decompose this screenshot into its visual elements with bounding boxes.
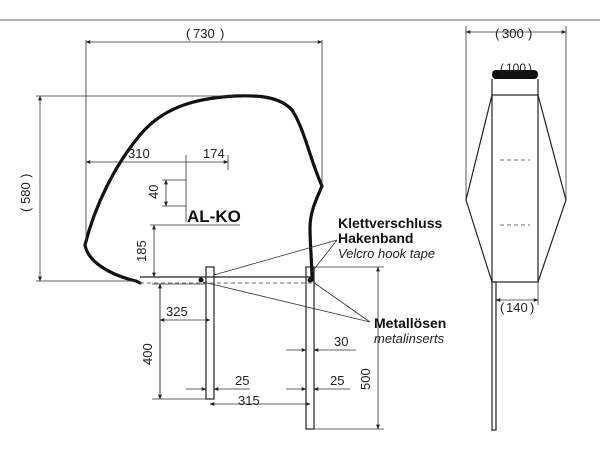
left-leg: [205, 266, 215, 400]
callout-velcro-de-2: Hakenband: [338, 230, 413, 246]
dim-label-500: 500: [358, 368, 373, 390]
leader-metal-2: [312, 281, 371, 323]
svg-text:(: (: [18, 207, 33, 212]
dim-label-100-open: (: [500, 61, 504, 75]
dim-label-325: 325: [166, 304, 188, 319]
callout-velcro-en: Velcro hook tape: [338, 246, 435, 261]
dim-label-580: 580: [18, 182, 33, 204]
dim-label-400: 400: [140, 343, 155, 365]
dim-label-310: 310: [128, 146, 150, 161]
right-leg: [305, 266, 315, 430]
dim-label-30: 30: [334, 334, 348, 349]
dim-label-140-close: ): [530, 300, 534, 315]
side-top-cap: [492, 70, 538, 79]
callout-metal-en: metalinserts: [374, 331, 445, 346]
side-body: [491, 94, 539, 283]
side-leg: [491, 281, 497, 431]
dim-label-315: 315: [238, 393, 260, 408]
dim-label-25-left: 25: [235, 373, 249, 388]
dim-label-730: 730: [193, 26, 215, 41]
dim-label-140-open: (: [500, 300, 505, 315]
leader-velcro-1: [311, 239, 338, 273]
dim-label-25-right: 25: [330, 373, 344, 388]
dim-label-40: 40: [146, 185, 161, 199]
dim-label-300-open: (: [495, 26, 500, 41]
metal-insert-left: [198, 277, 204, 283]
dim-label-730-open: (: [186, 26, 191, 41]
dim-label-580-group: ( 580 ): [18, 174, 33, 212]
dim-label-300: 300: [502, 26, 524, 41]
side-flap-left: [465, 94, 493, 283]
callout-metal-de: Metallösen: [374, 315, 446, 331]
svg-text:): ): [18, 174, 33, 178]
cover-outline: [83, 94, 324, 285]
dim-label-185: 185: [134, 240, 149, 262]
dim-label-140: 140: [506, 300, 528, 315]
leader-velcro-2: [213, 239, 338, 276]
side-flap-right: [537, 94, 567, 283]
logo-text: AL-KO: [187, 207, 241, 226]
dim-label-730-close: ): [220, 26, 224, 41]
callout-velcro-de-1: Klettverschluss: [338, 215, 442, 231]
dim-label-174: 174: [203, 146, 225, 161]
dim-label-100: 100: [506, 61, 526, 75]
dim-label-100-close: ): [528, 61, 532, 75]
metal-insert-right: [307, 277, 313, 283]
dim-label-300-close: ): [528, 26, 532, 41]
leader-metal-1: [202, 281, 371, 323]
